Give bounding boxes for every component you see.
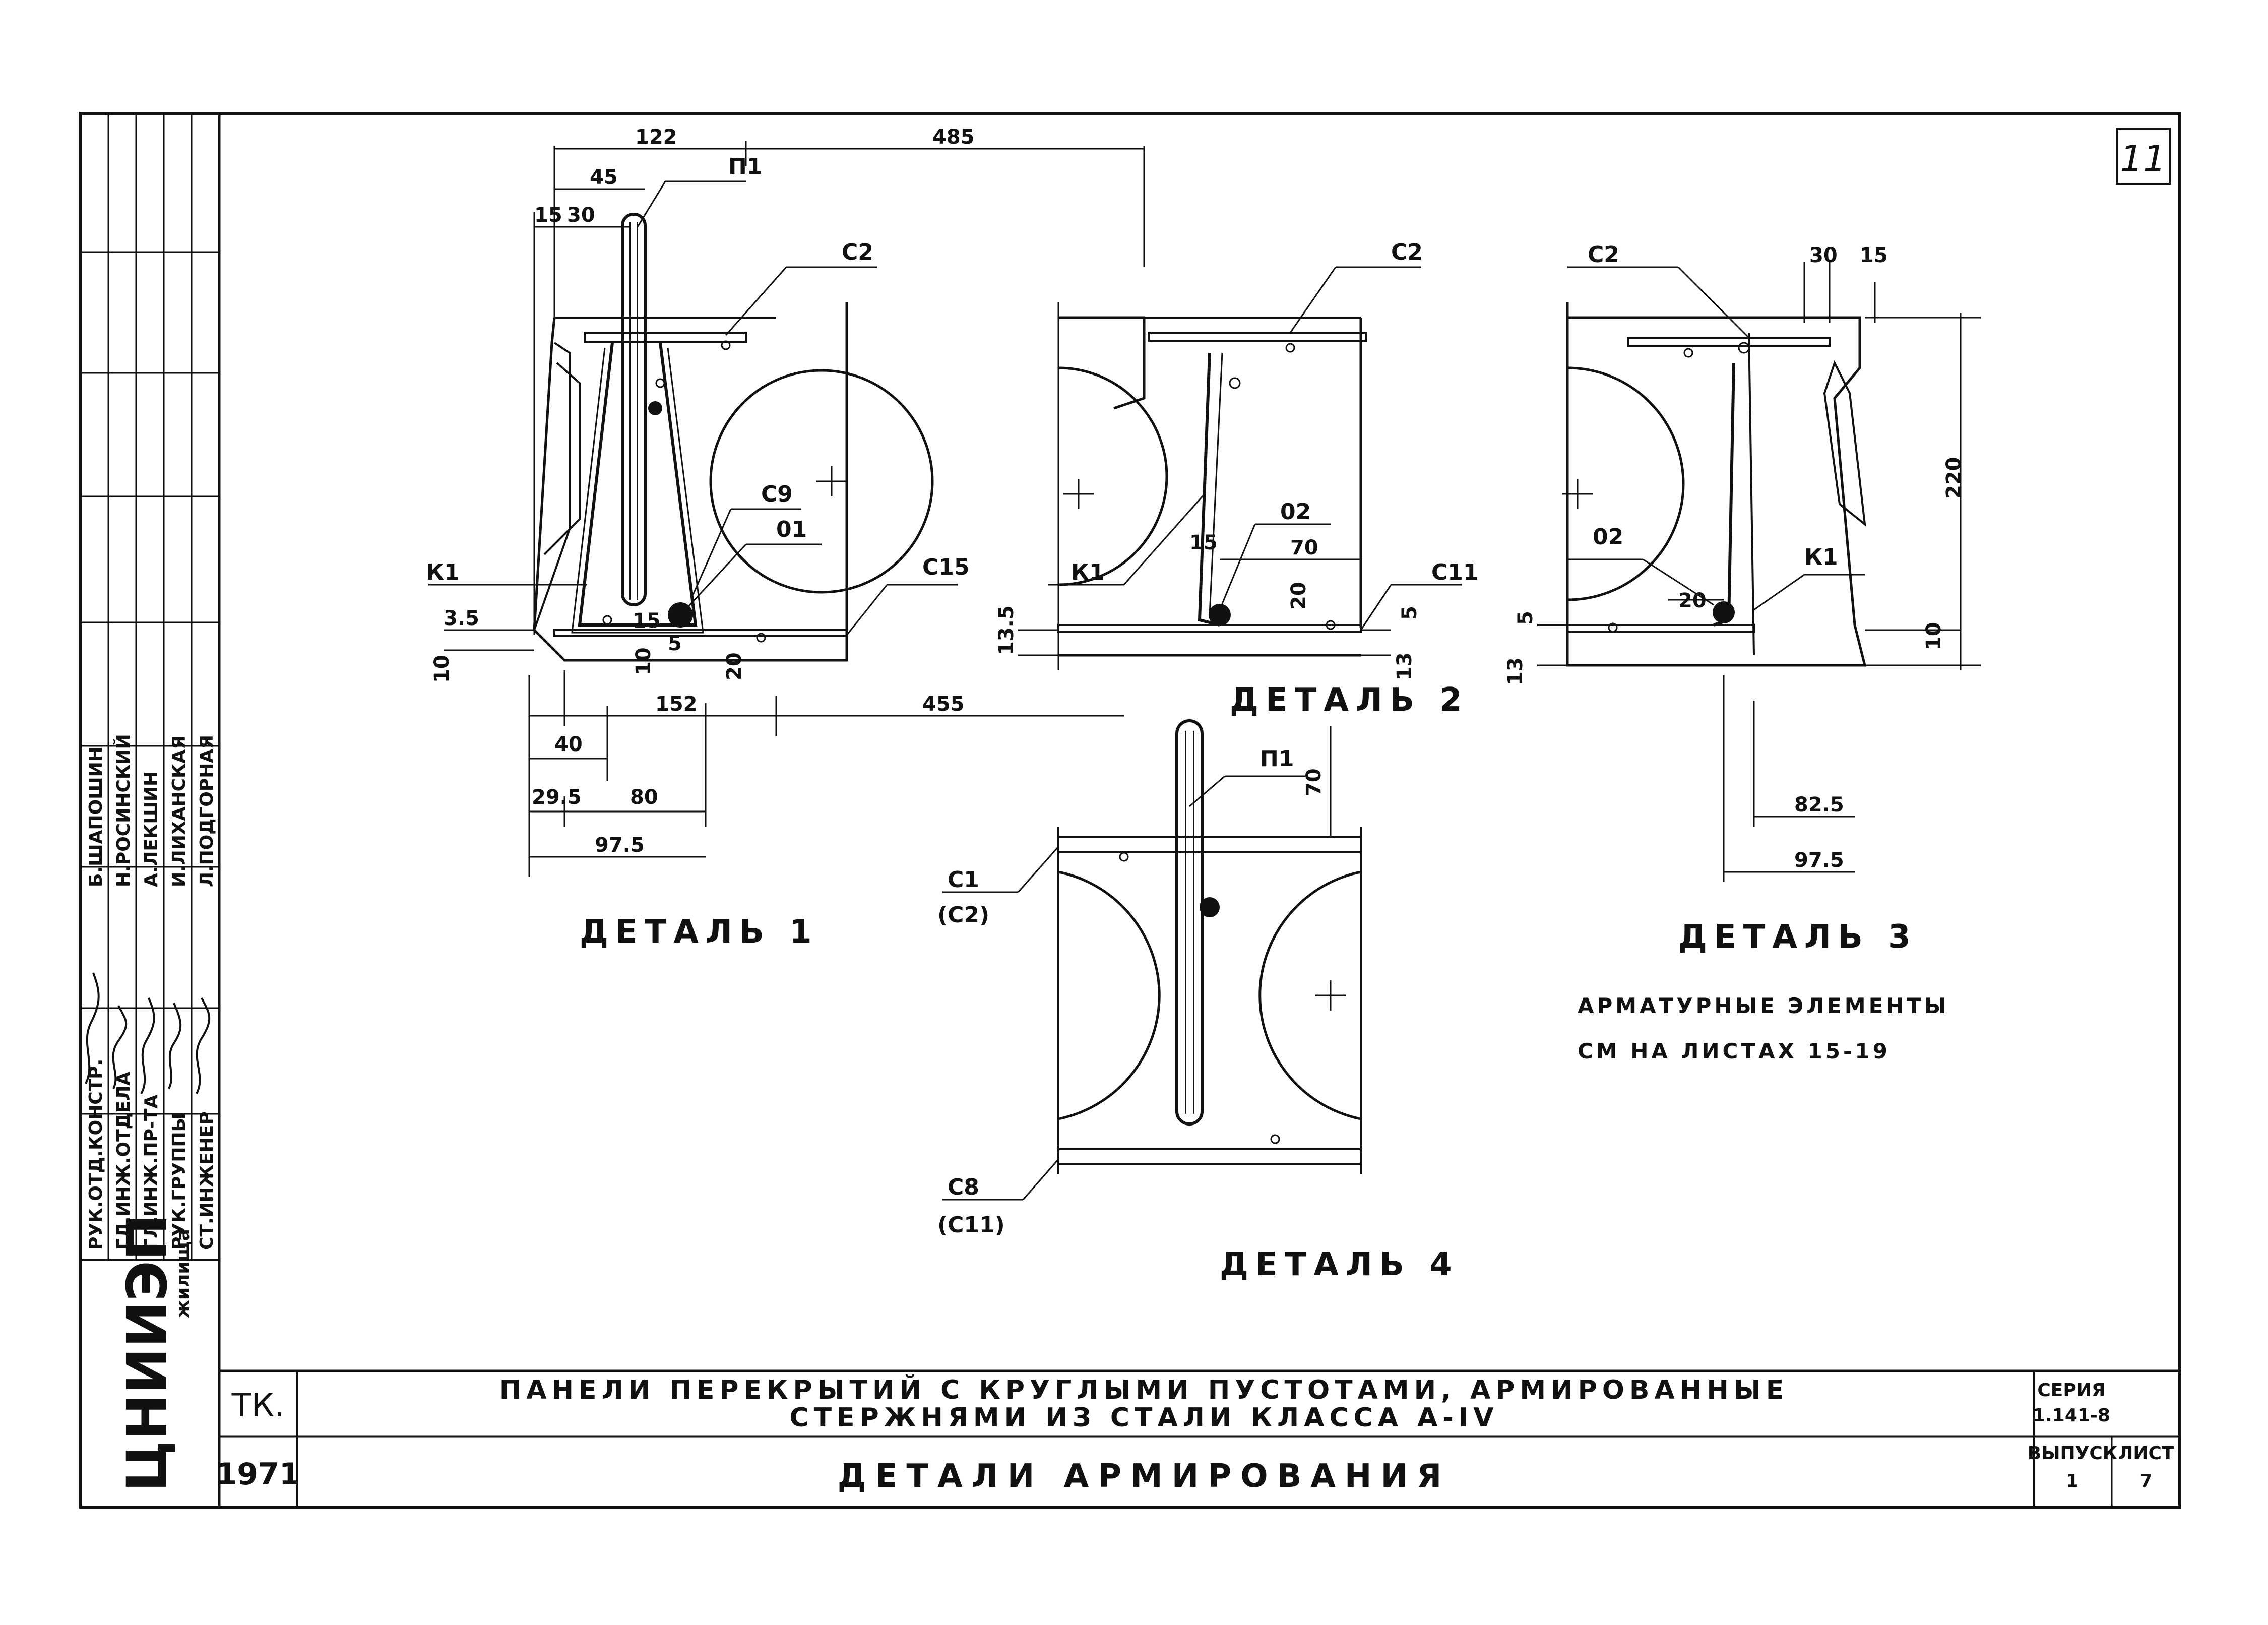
- sheet-number: 11: [2120, 138, 2166, 180]
- series-label: СЕРИЯ: [2037, 1380, 2105, 1401]
- d1-dim-455: 455: [922, 693, 965, 716]
- sheet-label: ЛИСТ: [2118, 1443, 2174, 1464]
- d4-label-c2: (С2): [937, 902, 989, 928]
- d2-dim-15: 15: [1189, 531, 1218, 554]
- note-line-1: АРМАТУРНЫЕ ЭЛЕМЕНТЫ: [1578, 993, 1949, 1018]
- d1-dim-10b: 10: [632, 647, 655, 675]
- sig-name-3: А.ЛЕКШИН: [141, 771, 162, 887]
- d1-dim-122: 122: [635, 126, 677, 149]
- d1-dim-97-5: 97.5: [595, 834, 645, 857]
- d1-dim-485: 485: [932, 126, 975, 149]
- handwritten-signatures: [85, 972, 211, 1094]
- detail-4: П1 70 С1 (С2) С8 (С11) ДЕТАЛЬ 4: [937, 719, 1459, 1283]
- d3-dim-15: 15: [1860, 244, 1888, 267]
- d1-dim-29-5: 29.5: [532, 786, 582, 809]
- d3-label-o2: 02: [1593, 524, 1623, 550]
- sig-role-2: ГЛ.ИНЖ.ОТДЕЛА: [113, 1072, 134, 1250]
- d3-label-c2: С2: [1588, 242, 1619, 268]
- d4-label-c8: С8: [948, 1174, 979, 1200]
- d2-label-c11: С11: [1431, 559, 1479, 585]
- org-name: ЦНИИЭП: [115, 1214, 179, 1492]
- sig-name-4: И.ЛИХАНСКАЯ: [169, 735, 190, 887]
- d1-label-c2: С2: [842, 239, 873, 265]
- d4-label-c11: (С11): [937, 1212, 1005, 1238]
- d2-dim-13: 13: [1393, 652, 1416, 680]
- d1-dim-15: 15: [534, 204, 562, 227]
- d1-dim-30: 30: [567, 204, 595, 227]
- d1-label-p1: П1: [728, 154, 762, 179]
- d3-dim-5: 5: [1514, 611, 1537, 625]
- d1-label-c15: С15: [922, 554, 970, 580]
- d1-label-k1: К1: [426, 559, 460, 585]
- d2-label-k1: К1: [1071, 559, 1105, 585]
- d3-dim-10: 10: [1922, 622, 1945, 650]
- rod-p1: [621, 213, 647, 606]
- d2-dim-70: 70: [1290, 536, 1318, 559]
- sig-role-4: РУК.ГРУППЫ: [169, 1113, 190, 1250]
- d3-dim-30: 30: [1809, 244, 1838, 267]
- d2-label-o2: 02: [1280, 499, 1311, 525]
- sig-role-5: СТ.ИНЖЕНЕР: [197, 1111, 217, 1250]
- d3-dim-82-5: 82.5: [1794, 793, 1844, 817]
- sig-name-5: Л.ПОДГОРНАЯ: [197, 735, 217, 887]
- sig-name-2: Н.РОСИНСКИЙ: [113, 734, 134, 887]
- d2-title: ДЕТАЛЬ 2: [1230, 681, 1469, 719]
- issue-value: 1: [2066, 1471, 2078, 1491]
- issue-label: ВЫПУСК: [2028, 1443, 2117, 1464]
- d3-dim-13: 13: [1504, 657, 1527, 685]
- detail-3: С2 02 К1 30 15 220 20 10 5 13 82.5 97.5 …: [1504, 242, 1981, 956]
- d3-label-k1: К1: [1804, 544, 1838, 570]
- d2-label-c2: С2: [1391, 239, 1423, 265]
- title-line-2: СТЕРЖНЯМИ ИЗ СТАЛИ КЛАССА А-IV: [789, 1403, 1498, 1433]
- d1-title: ДЕТАЛЬ 1: [580, 913, 819, 951]
- d1-dim-5: 5: [668, 632, 682, 655]
- subtitle: ДЕТАЛИ АРМИРОВАНИЯ: [838, 1458, 1451, 1495]
- sig-role-3: ГЛ.ИНЖ.ПР-ТА: [141, 1094, 162, 1250]
- d3-title: ДЕТАЛЬ 3: [1678, 918, 1918, 956]
- d1-label-c9: С9: [761, 481, 793, 507]
- d1-dim-3-5: 3.5: [444, 607, 479, 630]
- d1-dim-152: 152: [655, 693, 698, 716]
- sheet-value: 7: [2139, 1471, 2152, 1491]
- sig-role-1: РУК.ОТД.КОНСТР.: [86, 1059, 106, 1250]
- code-label: ТК.: [231, 1387, 285, 1424]
- sig-name-1: Б.ШАПОШИН: [86, 746, 106, 887]
- note-line-2: СМ НА ЛИСТАХ 15-19: [1578, 1039, 1891, 1064]
- d1-dim-20: 20: [723, 652, 746, 680]
- void-circle: [709, 369, 934, 594]
- d1-dim-80: 80: [630, 786, 658, 809]
- d4-dim-70: 70: [1302, 768, 1326, 796]
- d1-dim-45: 45: [590, 166, 618, 189]
- d4-label-c1: С1: [948, 867, 979, 893]
- d2-dim-20: 20: [1287, 582, 1310, 610]
- d3-dim-220: 220: [1942, 457, 1966, 499]
- detail-1: П1 С2 С9 01 К1 С15 122 485 45 15 30 152 …: [426, 126, 1145, 951]
- d4-title: ДЕТАЛЬ 4: [1220, 1246, 1459, 1283]
- d4-label-p1: П1: [1260, 746, 1294, 772]
- org-sub: жилища: [173, 1229, 194, 1318]
- title-block: ТК. 1971 ПАНЕЛИ ПЕРЕКРЫТИЙ С КРУГЛЫМИ ПУ…: [216, 1374, 2174, 1495]
- d3-dim-97-5: 97.5: [1794, 849, 1844, 872]
- d1-label-o1: 01: [776, 517, 807, 542]
- series-value: 1.141-8: [2033, 1405, 2110, 1426]
- d1-dim-40: 40: [554, 733, 583, 756]
- detail-2: С2 02 К1 С11 70 15 20 13.5 5 13 ДЕТАЛЬ 2: [995, 239, 1479, 719]
- sheet-frame: 11: [79, 112, 2181, 1509]
- year-label: 1971: [216, 1457, 300, 1492]
- rod-p1-d4: [1175, 719, 1204, 1126]
- d1-dim-10a: 10: [430, 655, 454, 683]
- d1-dim-15b: 15: [633, 609, 661, 633]
- stamp-column: РУК.ОТД.КОНСТР. Б.ШАПОШИН ГЛ.ИНЖ.ОТДЕЛА …: [81, 113, 219, 1492]
- d3-dim-20: 20: [1678, 589, 1707, 612]
- d2-dim-5: 5: [1398, 606, 1421, 620]
- title-line-1: ПАНЕЛИ ПЕРЕКРЫТИЙ С КРУГЛЫМИ ПУСТОТАМИ, …: [499, 1374, 1789, 1405]
- d2-dim-13-5: 13.5: [995, 605, 1018, 655]
